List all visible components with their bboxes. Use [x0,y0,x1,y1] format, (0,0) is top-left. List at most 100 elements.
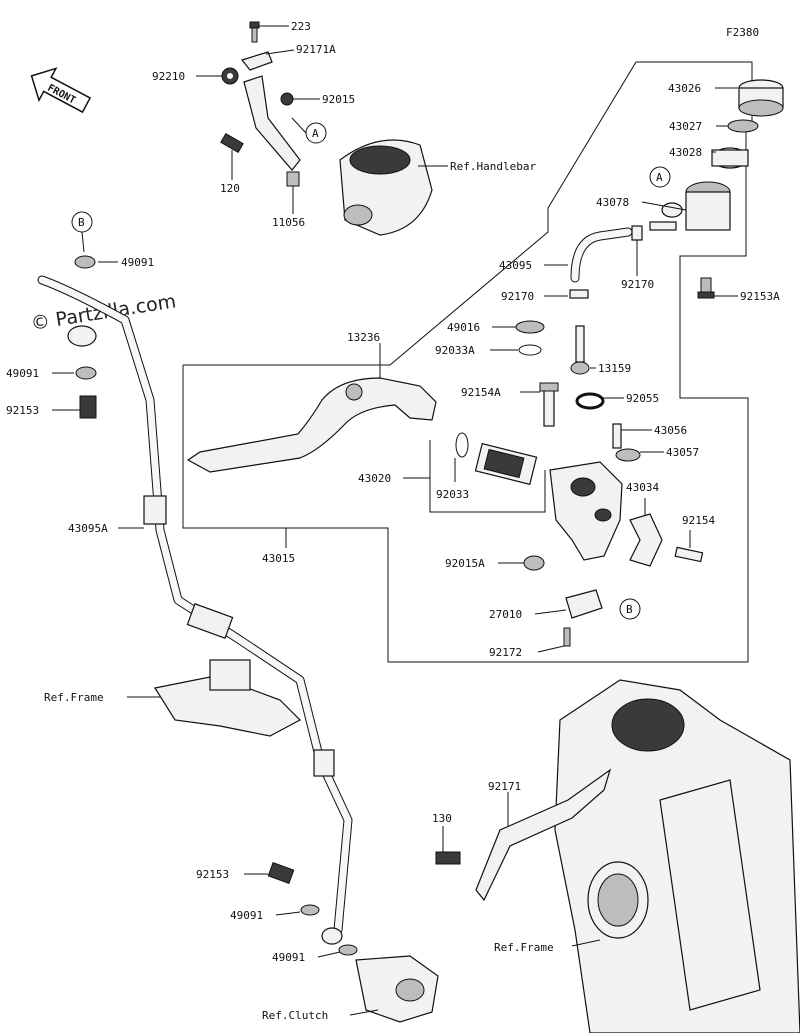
svg-text:A: A [312,127,319,140]
bolt-92153-top [79,395,97,419]
nut-92210 [221,67,239,85]
washer-49091-low1 [300,904,320,916]
label-27010: 27010 [489,608,522,621]
label-ref-frame-left: Ref.Frame [44,691,104,704]
lever-13236 [186,377,437,473]
nut-92015A [523,555,545,571]
switch-27010 [565,589,603,619]
circlip-92033A [518,344,542,356]
bolt-120 [220,132,244,154]
bolt-92154A [539,382,559,427]
bracket-92171 [475,768,612,902]
washer-49091-low2 [338,944,358,956]
clutch-slave [355,955,439,1023]
leader-lines [52,25,738,1016]
fitting-13159 [570,325,590,375]
callout-A-top: A [291,117,327,144]
label-49091-mid: 49091 [6,367,39,380]
assembly-outline [182,61,753,663]
piston-kit-43020 [474,442,538,486]
label-92015A: 92015A [445,557,485,570]
bleeder-43056 [612,423,622,449]
label-49091-low2: 49091 [272,951,305,964]
banjo-fitting-bottom [321,927,343,945]
label-ref-handlebar: Ref.Handlebar [450,160,536,173]
frame-left [154,659,301,737]
front-arrow-icon: FRONT [30,67,92,114]
label-92170-upper: 92170 [621,278,654,291]
clip-92170-upper [631,225,643,241]
label-49016: 49016 [447,321,480,334]
nut-92015 [280,92,294,106]
bolt-92153-bottom [267,862,295,884]
svg-text:B: B [626,603,633,616]
label-ref-frame-right: Ref.Frame [494,941,554,954]
label-92171: 92171 [488,780,521,793]
label-92033: 92033 [436,488,469,501]
label-92033A: 92033A [435,344,475,357]
label-92172: 92172 [489,646,522,659]
part-labels: 223 92171A 92210 92015 120 11056 Ref.Han… [6,20,780,1022]
label-43034: 43034 [626,481,659,494]
label-92210: 92210 [152,70,185,83]
bolt-223 [249,21,260,43]
label-43028: 43028 [669,146,702,159]
banjo-fitting-top [67,325,97,347]
label-43095A: 43095A [68,522,108,535]
master-cylinder-body [549,461,623,561]
reservoir-cap-43026 [738,79,784,117]
screw-92172 [563,627,571,647]
label-43095: 43095 [499,259,532,272]
washer-49091-top [74,255,96,269]
label-ref-clutch: Ref.Clutch [262,1009,328,1022]
label-92154: 92154 [682,514,715,527]
handlebar-switch [339,139,433,236]
label-92153A: 92153A [740,290,780,303]
label-11056: 11056 [272,216,305,229]
label-43027: 43027 [669,120,702,133]
callout-A-reservoir: A [649,166,671,188]
label-223: 223 [291,20,311,33]
label-120: 120 [220,182,240,195]
label-92153-top: 92153 [6,404,39,417]
callout-B-hose: B [71,211,93,253]
bolt-92153A [697,277,715,299]
bolt-130 [435,851,461,865]
clip-92170-lower [569,289,589,299]
washer-49016 [515,320,545,334]
bolt-92154 [674,546,704,563]
hose-43095 [570,227,633,283]
plate-43027 [727,119,759,133]
svg-text:B: B [78,216,85,229]
bracket-11056 [243,75,301,187]
holder-43034 [629,513,663,567]
label-43057: 43057 [666,446,699,459]
label-92171A: 92171A [296,43,336,56]
frame-right [554,679,800,1033]
label-49091-top: 49091 [121,256,154,269]
oring-92055 [575,392,605,410]
diaphragm-43028 [711,147,749,169]
svg-text:A: A [656,171,663,184]
callout-B-cylinder: B [619,598,641,620]
cap-43057 [615,448,641,462]
circlip-92033 [455,432,469,458]
label-92055: 92055 [626,392,659,405]
label-49091-low1: 49091 [230,909,263,922]
label-43015: 43015 [262,552,295,565]
label-92153-bottom: 92153 [196,868,229,881]
label-43078: 43078 [596,196,629,209]
reservoir-43078 [649,181,731,231]
label-43056: 43056 [654,424,687,437]
label-92170-lower: 92170 [501,290,534,303]
hose-43095A [37,275,353,935]
label-13159: 13159 [598,362,631,375]
label-92015: 92015 [322,93,355,106]
label-43026: 43026 [668,82,701,95]
label-13236: 13236 [347,331,380,344]
figure-code: F2380 [726,26,759,39]
label-43020: 43020 [358,472,391,485]
washer-49091-mid [75,366,97,380]
label-92154A: 92154A [461,386,501,399]
